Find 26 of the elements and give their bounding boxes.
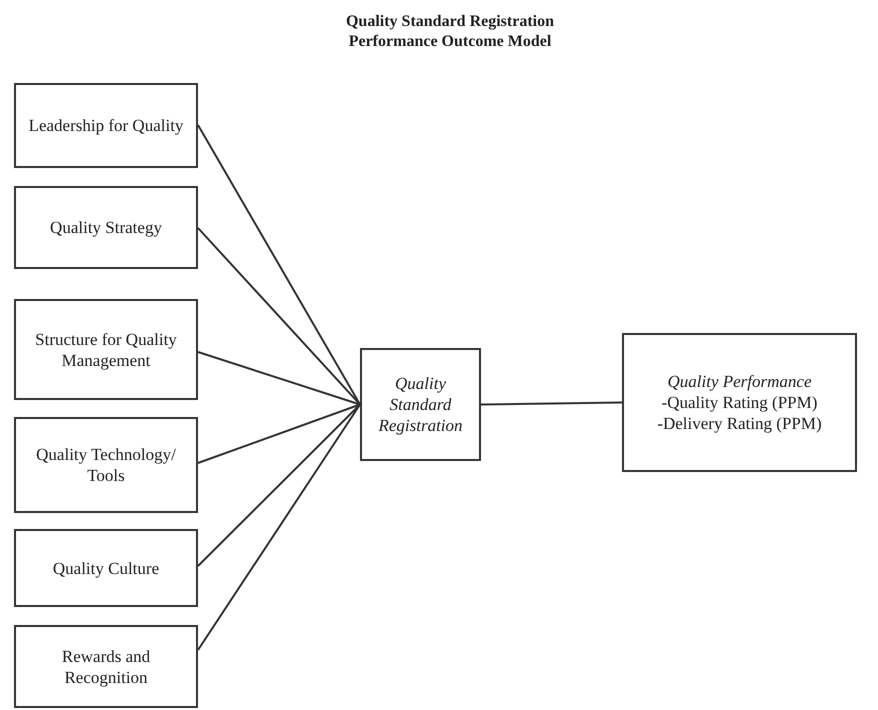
- connector-line: [197, 227, 361, 406]
- text-box: [14, 417, 198, 513]
- box-text: Quality Performance: [668, 371, 812, 392]
- text-box: [360, 348, 481, 461]
- connector-line: [198, 351, 360, 406]
- diagram-title: Quality Standard Registration Performance Outcome Model: [344, 12, 555, 52]
- text-box: [14, 83, 198, 168]
- text-box: [14, 625, 198, 708]
- box-text: Leadership for Quality: [28, 115, 184, 136]
- text-box: [14, 529, 198, 607]
- box-text: -Delivery Rating (PPM): [657, 413, 822, 434]
- text-box: [14, 299, 198, 400]
- box-text: Quality Culture: [52, 558, 160, 578]
- box-text: -Quality Rating (PPM): [662, 392, 818, 413]
- connector-line: [198, 404, 360, 464]
- box-text: Quality Standard Registration: [377, 373, 464, 436]
- connector-line: [480, 402, 622, 406]
- box-text: Rewards and Recognition: [60, 646, 152, 688]
- connector-line: [197, 404, 361, 567]
- box-text: Quality Technology/ Tools: [35, 444, 177, 486]
- box-text: Quality Strategy: [50, 217, 162, 238]
- text-box: [622, 333, 857, 472]
- connector-line: [197, 124, 361, 405]
- connector-line: [197, 404, 361, 651]
- text-box: [14, 186, 198, 269]
- box-text: Structure for Quality Management: [34, 328, 178, 370]
